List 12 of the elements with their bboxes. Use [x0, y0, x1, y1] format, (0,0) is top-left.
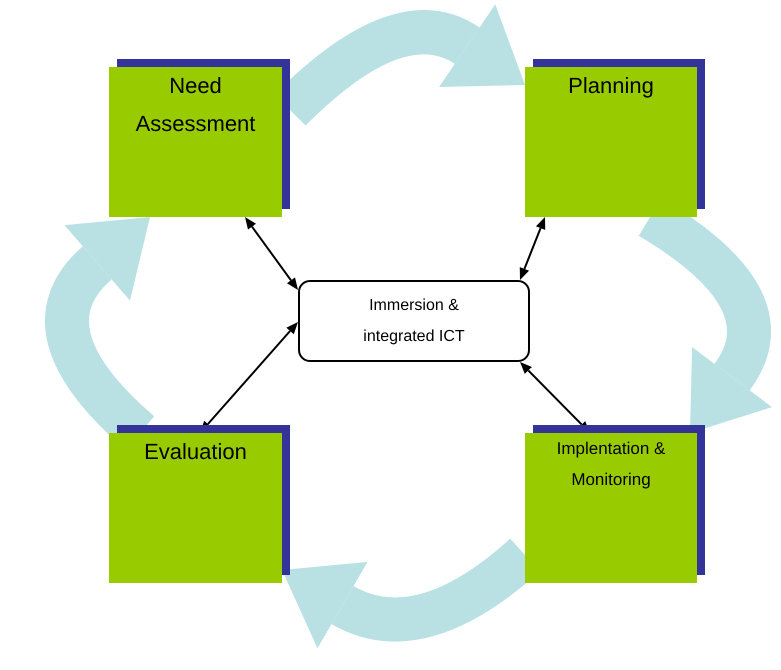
process-box: [109, 433, 282, 583]
rounded-box: [298, 280, 530, 362]
double-headed-arrow: [245, 217, 298, 290]
box-label: Need Assessment: [134, 72, 256, 138]
process-box: [525, 67, 697, 217]
box-label: Planning: [568, 72, 654, 100]
double-headed-arrow: [520, 217, 546, 280]
process-box: [525, 433, 697, 583]
box-label: Evaluation: [144, 438, 247, 466]
box-label: Implentation & Monitoring: [556, 438, 666, 491]
process-box: [109, 67, 282, 217]
box-label: Immersion & integrated ICT: [362, 296, 466, 347]
